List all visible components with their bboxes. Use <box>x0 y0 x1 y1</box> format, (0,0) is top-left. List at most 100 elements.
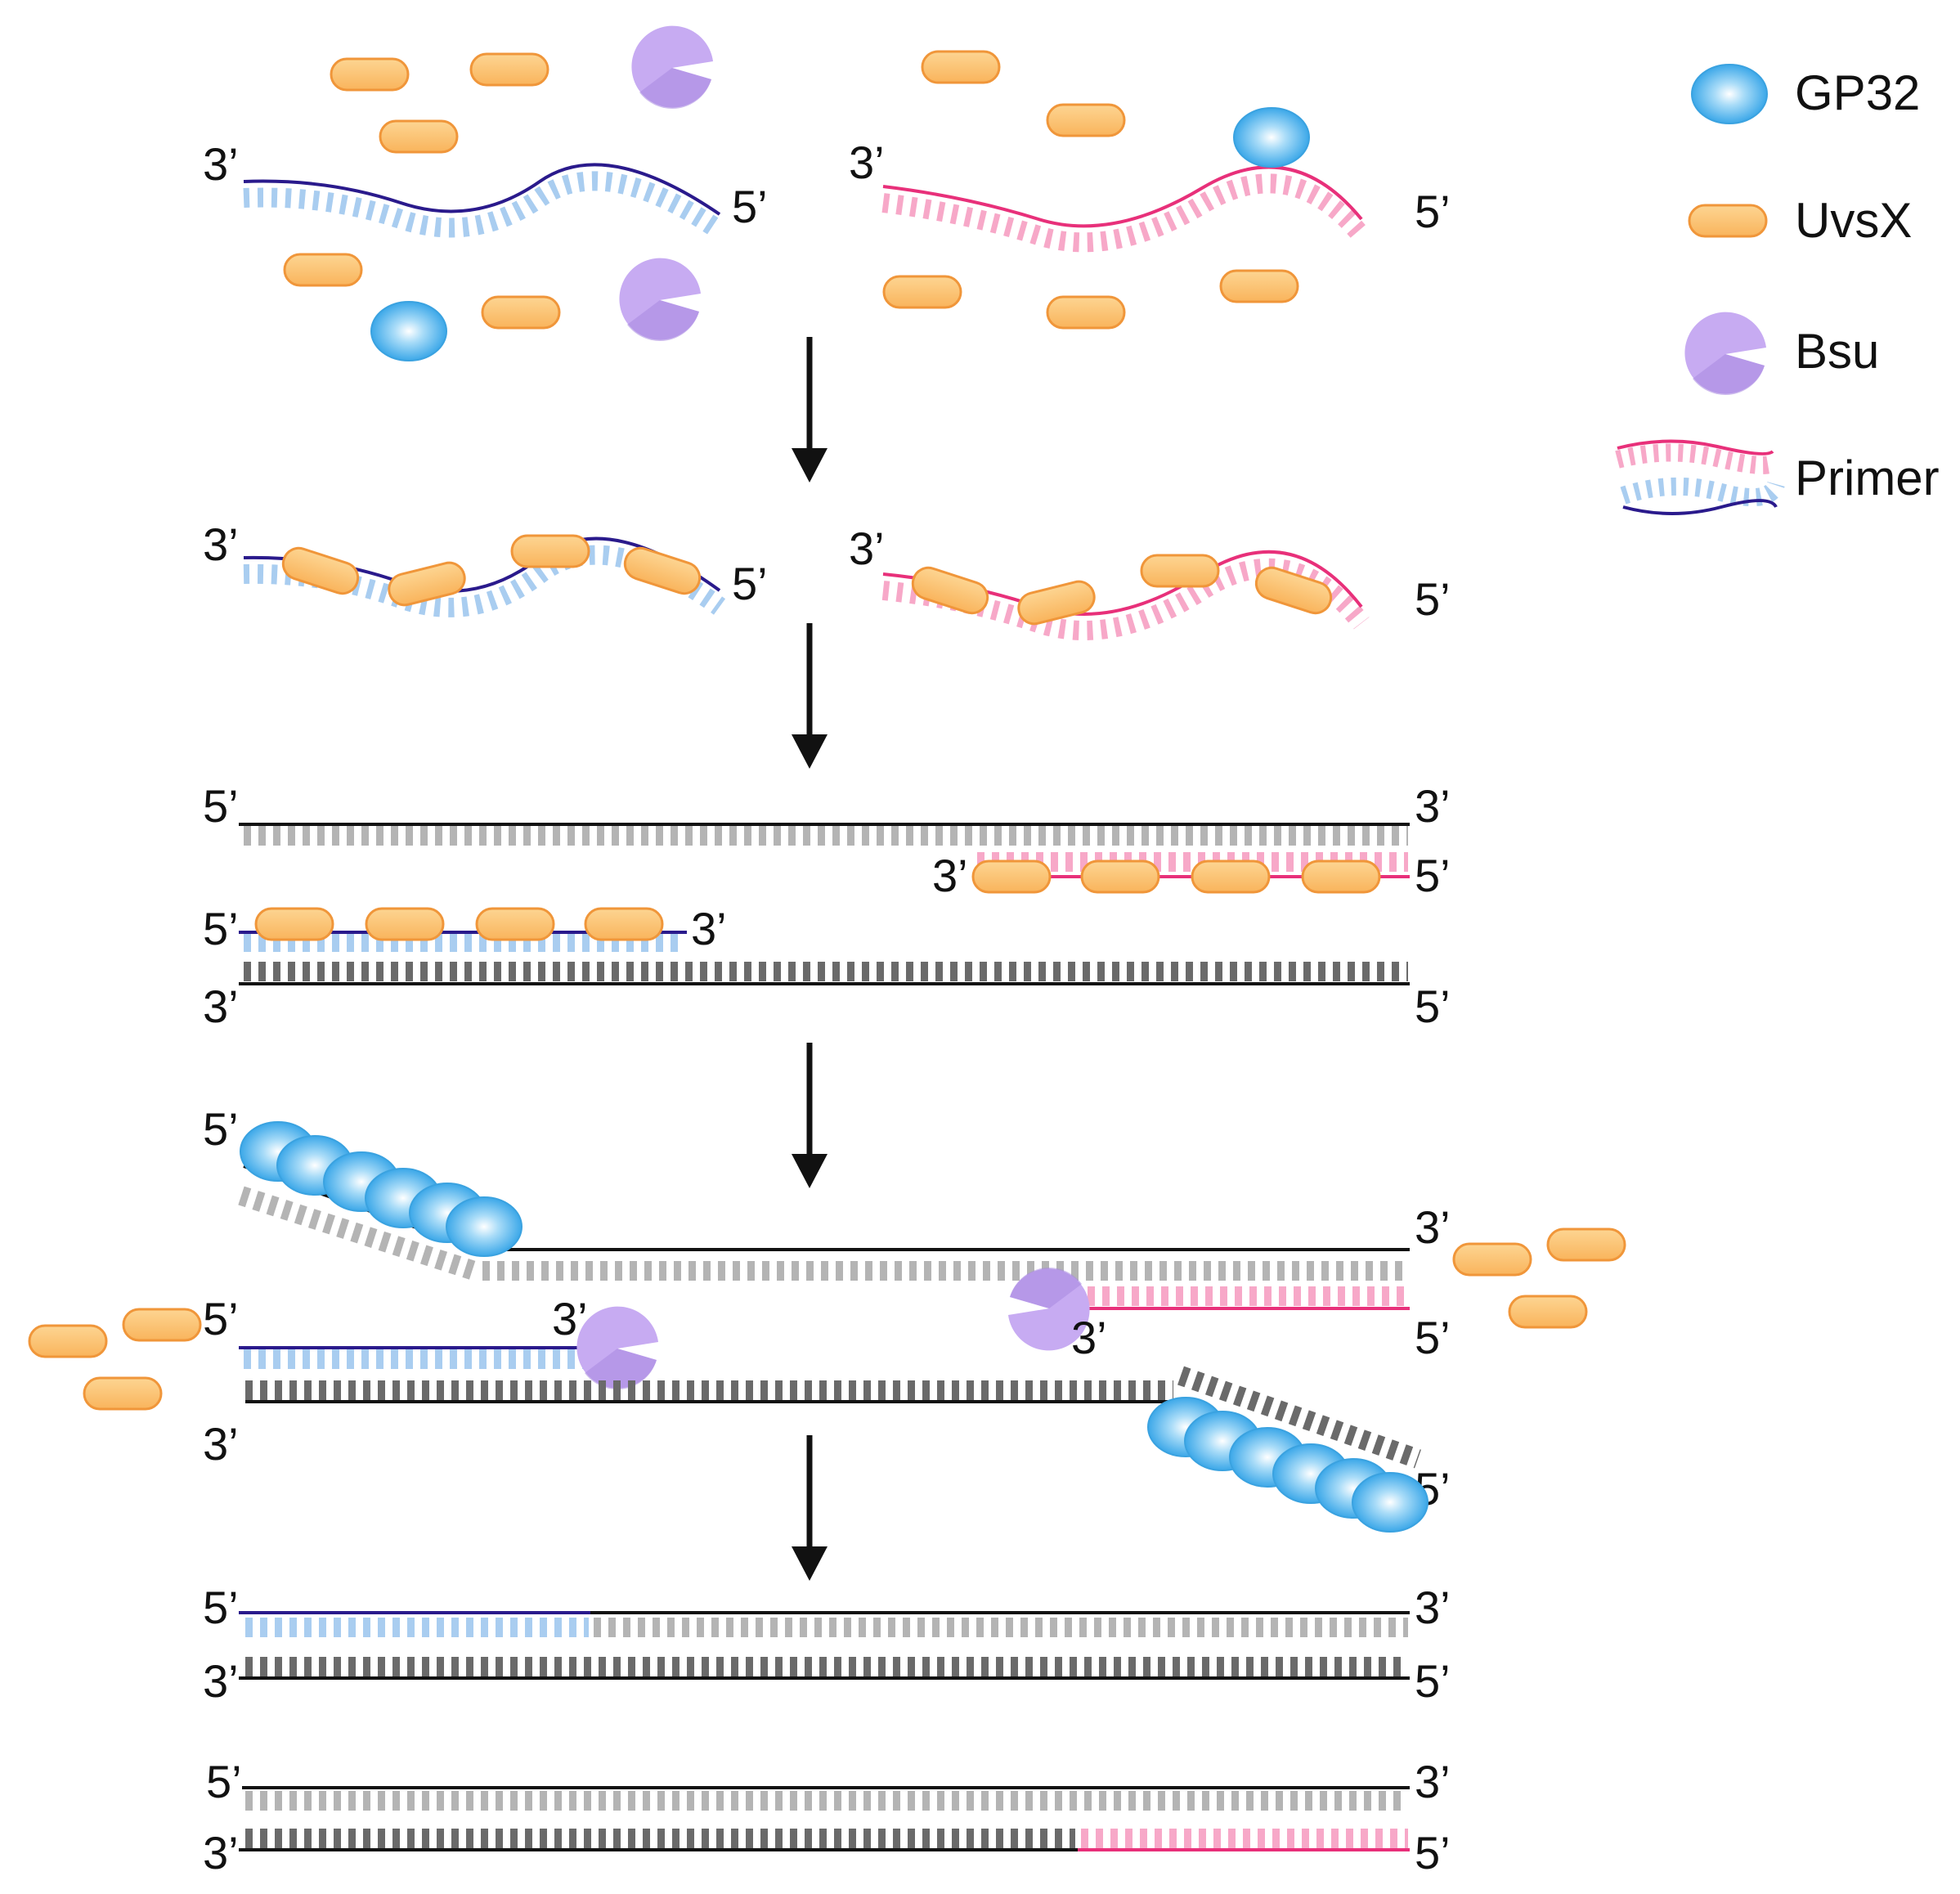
uvsx-icon <box>254 907 334 941</box>
end-label-5: 5’ <box>1415 1312 1451 1363</box>
gp32-icon <box>1233 107 1310 168</box>
arrow-down <box>792 337 828 482</box>
product-2-top-strand <box>242 1786 1410 1811</box>
uvsx-icon <box>1046 103 1126 137</box>
uvsx-icon <box>475 907 555 941</box>
end-label-3: 3’ <box>1071 1312 1107 1363</box>
end-label-3: 3’ <box>1415 1756 1451 1807</box>
end-label-3: 3’ <box>1415 1582 1451 1633</box>
legend-bsu: Bsu <box>1684 312 1879 395</box>
bsu-icon <box>619 258 701 341</box>
end-label-5: 5’ <box>1415 850 1451 901</box>
arrow-down <box>792 1043 828 1188</box>
legend-uvsx: UvsX <box>1688 193 1912 248</box>
end-label-3: 3’ <box>203 518 239 570</box>
end-label-5: 5’ <box>1415 1655 1451 1707</box>
uvsx-icon <box>365 907 445 941</box>
product-2-bottom-strand <box>239 1829 1410 1851</box>
uvsx-icon <box>28 1324 108 1358</box>
end-label-3: 3’ <box>203 1418 239 1470</box>
uvsx-icon <box>1046 295 1126 330</box>
arrow-down <box>792 623 828 769</box>
blue-primer <box>243 163 725 239</box>
end-label-5: 5’ <box>1415 981 1451 1032</box>
end-label-5: 5’ <box>206 1756 242 1807</box>
uvsx-icon <box>277 542 364 599</box>
primer-pink-icon <box>1615 439 1779 474</box>
uvsx-icon <box>1080 859 1160 894</box>
pink-primer <box>1067 1286 1410 1310</box>
uvsx-icon <box>971 859 1052 894</box>
uvsx-icon <box>330 57 410 92</box>
bsu-icon <box>576 1306 658 1389</box>
legend: GP32 UvsX Bsu Primer <box>1615 64 1940 515</box>
end-label-3: 3’ <box>849 523 885 574</box>
end-label-3: 3’ <box>691 903 727 954</box>
product-1-top-strand <box>239 1611 1410 1637</box>
uvsx-icon <box>469 52 549 87</box>
uvsx-icon <box>1452 1242 1532 1277</box>
legend-uvsx-label: UvsX <box>1795 193 1912 248</box>
uvsx-icon <box>283 253 363 287</box>
bsu-icon <box>1684 312 1766 395</box>
end-label-5: 5’ <box>203 1293 239 1344</box>
uvsx-icon <box>122 1308 202 1342</box>
end-label-5: 5’ <box>1415 186 1451 237</box>
end-label-3: 3’ <box>1415 780 1451 832</box>
end-label-5: 5’ <box>203 1103 239 1155</box>
legend-gp32: GP32 <box>1691 64 1920 124</box>
uvsx-icon <box>379 119 459 154</box>
step-2: 3’ 5’ 3’ 5’ <box>203 518 1451 640</box>
end-label-5: 5’ <box>732 181 768 232</box>
end-label-5: 5’ <box>203 903 239 954</box>
uvsx-icon <box>384 558 469 610</box>
uvsx-icon <box>882 275 962 309</box>
end-label-3: 3’ <box>932 850 968 901</box>
uvsx-icon <box>1219 269 1299 303</box>
end-label-5: 5’ <box>732 558 768 609</box>
uvsx-icon <box>584 907 664 941</box>
end-label-3: 3’ <box>203 1655 239 1707</box>
uvsx-icon <box>1250 562 1337 619</box>
step-3: 5’ 3’ 3’ 5’ 5’ 3’ 3’ 5’ <box>203 780 1451 1032</box>
gp32-icon <box>370 301 447 361</box>
end-label-5: 5’ <box>1415 573 1451 625</box>
uvsx-icon <box>921 50 1001 84</box>
uvsx-icon <box>1688 204 1768 238</box>
end-label-3: 3’ <box>203 981 239 1032</box>
uvsx-icon <box>907 562 993 619</box>
end-label-3: 3’ <box>849 137 885 188</box>
arrow-down <box>792 1435 828 1581</box>
step-5: 5’ 3’ 3’ 5’ 5’ 3’ 3’ 5’ <box>203 1582 1451 1878</box>
end-label-5: 5’ <box>203 1582 239 1633</box>
step-1: 3’ 5’ 3’ 5’ <box>203 25 1451 361</box>
product-1-bottom-strand <box>239 1657 1410 1680</box>
end-label-3: 3’ <box>1415 1201 1451 1253</box>
template-top-strand <box>239 823 1410 846</box>
pink-primer <box>881 165 1370 253</box>
legend-primer-label: Primer <box>1795 451 1940 505</box>
template-bottom-strand <box>239 962 1410 985</box>
uvsx-icon <box>83 1376 163 1411</box>
blue-primer <box>239 1346 593 1369</box>
legend-primer: Primer <box>1615 439 1940 515</box>
gp32-icon <box>446 1196 523 1257</box>
legend-gp32-label: GP32 <box>1795 65 1920 120</box>
legend-bsu-label: Bsu <box>1795 324 1879 379</box>
gp32-icon <box>1352 1472 1429 1533</box>
end-label-3: 3’ <box>203 1827 239 1878</box>
uvsx-icon <box>1014 577 1099 629</box>
end-label-5: 5’ <box>1415 1827 1451 1878</box>
uvsx-icon <box>481 295 561 330</box>
uvsx-icon <box>1140 554 1220 588</box>
uvsx-icon <box>1191 859 1271 894</box>
step-4: 5’ 3’ 3’ 5’ 5’ 3’ 3’ 5’ <box>28 1103 1626 1533</box>
uvsx-icon <box>1508 1295 1588 1329</box>
end-label-5: 5’ <box>203 780 239 832</box>
uvsx-icon <box>510 534 590 568</box>
bsu-icon <box>631 25 713 109</box>
end-label-3: 3’ <box>203 138 239 190</box>
primer-blue-icon <box>1620 477 1785 515</box>
uvsx-icon <box>1546 1228 1626 1262</box>
